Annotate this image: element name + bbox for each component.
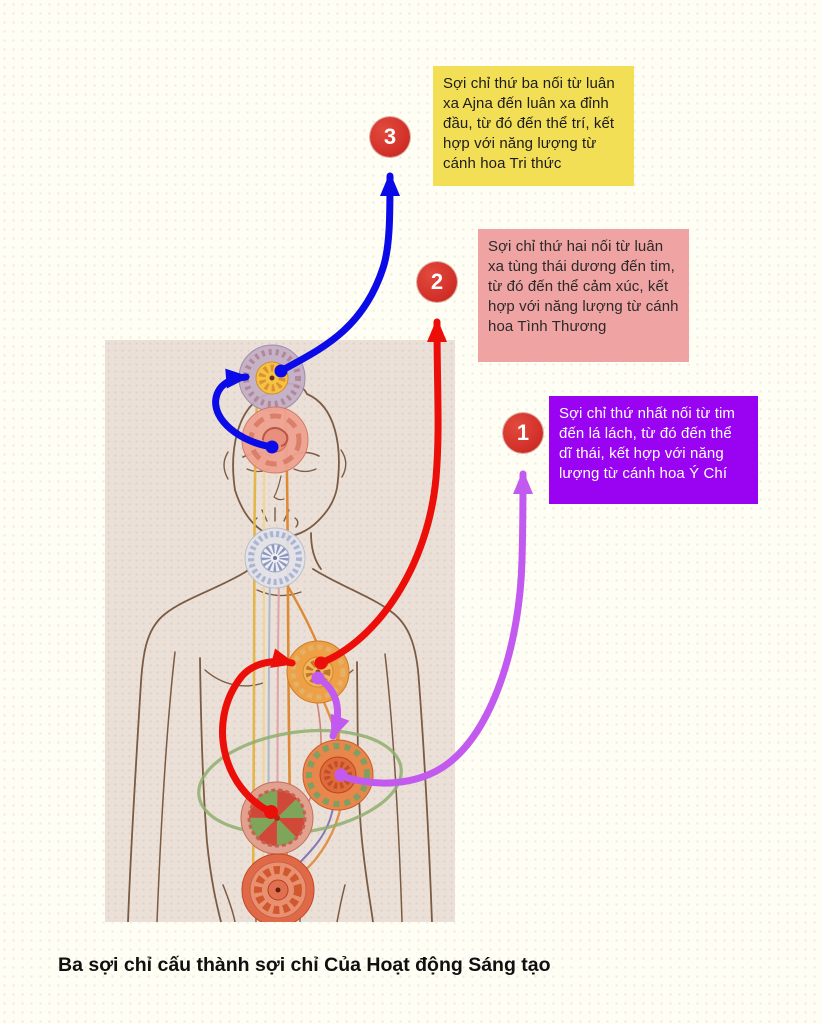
badge-1: 1	[503, 413, 543, 453]
solar-plexus-chakra	[240, 781, 314, 855]
throat-chakra	[244, 527, 306, 589]
badge-2: 2	[417, 262, 457, 302]
spleen-chakra	[302, 739, 374, 811]
badge-3: 3	[370, 117, 410, 157]
sacral-chakra	[241, 853, 315, 922]
larynx-sketch	[253, 507, 299, 528]
crown-chakra	[238, 344, 306, 412]
callout-thread-1: Sợi chỉ thứ nhất nối từ tim đến lá lách,…	[549, 396, 758, 504]
callout-thread-2: Sợi chỉ thứ hai nối từ luân xa tùng thái…	[478, 229, 689, 362]
callout-thread-3: Sợi chỉ thứ ba nối từ luân xa Ajna đến l…	[433, 66, 634, 186]
heart-chakra	[286, 640, 350, 704]
diagram-caption: Ba sợi chỉ cấu thành sợi chỉ Của Hoạt độ…	[58, 954, 551, 976]
human-figure-drawing	[127, 344, 433, 922]
human-figure-panel	[105, 340, 455, 922]
ajna-chakra	[241, 406, 309, 474]
